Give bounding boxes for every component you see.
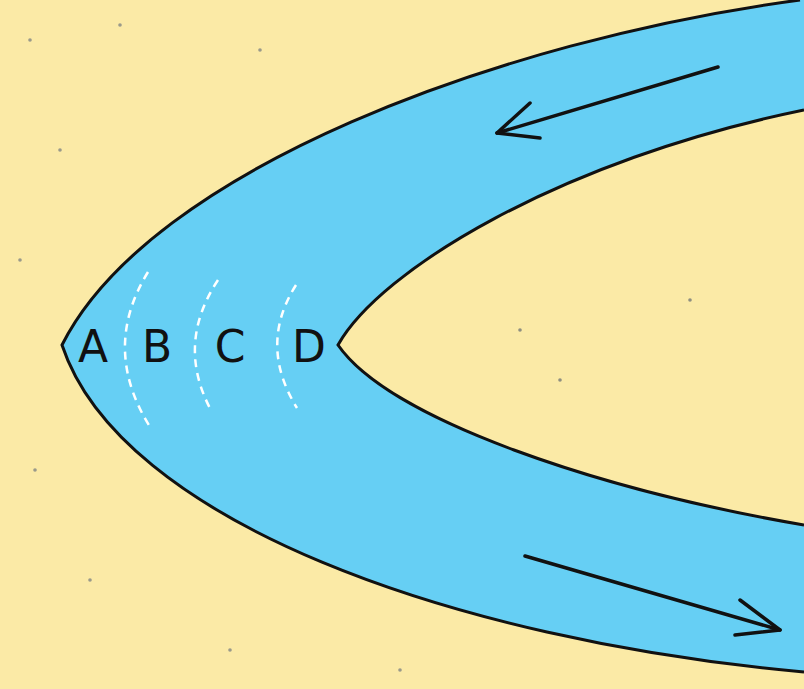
speckle: [688, 298, 692, 302]
speckle: [398, 668, 402, 672]
section-letter: C: [215, 325, 246, 369]
speckle: [558, 378, 562, 382]
speckle: [88, 578, 92, 582]
flow-arrow-head: [497, 103, 540, 138]
speckle: [33, 468, 37, 472]
flow-arrow-shaft: [497, 67, 718, 133]
section-letter: A: [78, 325, 108, 369]
flow-arrow-head: [735, 600, 780, 635]
section-letter: B: [142, 325, 172, 369]
flow-arrows: [497, 67, 780, 635]
speckle: [518, 328, 522, 332]
speckle: [258, 48, 262, 52]
speckle: [228, 648, 232, 652]
inner-speckles: [518, 298, 692, 382]
speckle: [118, 23, 122, 27]
speckle: [18, 258, 22, 262]
speckle: [28, 38, 32, 42]
dashed-section-line: [195, 280, 218, 412]
outer-bank: [62, 0, 804, 672]
river-water: [62, 0, 804, 672]
section-letter: D: [292, 325, 326, 369]
speckle: [58, 148, 62, 152]
inner-bank: [338, 110, 804, 525]
inner-bank-land: [338, 110, 804, 525]
depth-lines: [125, 272, 297, 430]
flow-arrow-shaft: [525, 556, 780, 630]
